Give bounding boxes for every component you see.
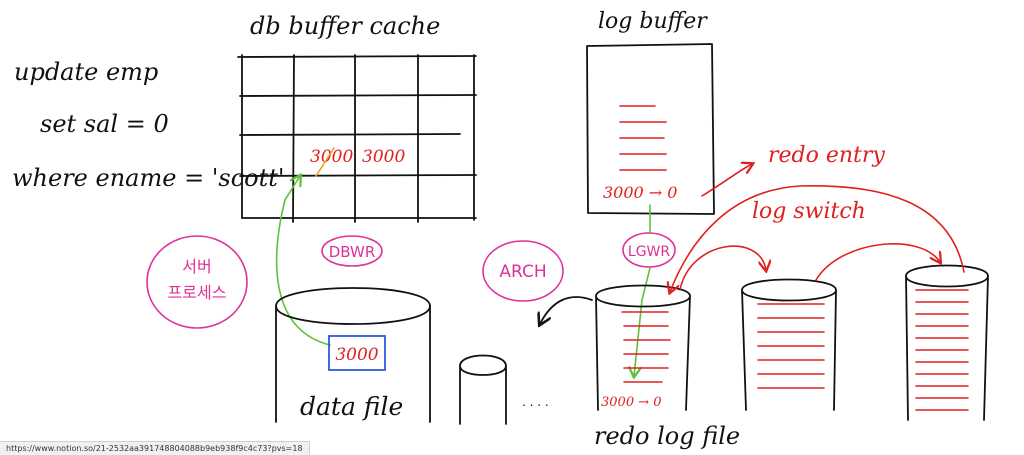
redo-log-1-entries	[622, 312, 670, 382]
browser-status-bar: https://www.notion.so/21-2532aa391748804…	[0, 441, 310, 455]
buffer-cache-title: db buffer cache	[250, 12, 440, 40]
archive-cylinder: . . . .	[460, 356, 549, 425]
server-process-label-2: 프로세스	[168, 283, 227, 302]
buffer-cache-columns	[242, 55, 474, 222]
redo-log-3-outline	[906, 266, 988, 421]
sql-line-set: set sal = 0	[40, 110, 169, 138]
sql-line-update: update emp	[14, 58, 158, 86]
archive-arrow	[540, 297, 592, 324]
lgwr-bubble: LGWR	[623, 233, 675, 267]
redo-log-2-entries	[758, 304, 824, 388]
server-process-label-1: 서버	[182, 257, 211, 276]
buffer-old-value: 3000	[310, 147, 353, 167]
redo-log-2-outline	[742, 280, 836, 411]
data-file-label: data file	[300, 392, 403, 421]
status-url: https://www.notion.so/21-2532aa391748804…	[6, 444, 303, 453]
log-buffer-entry: 3000 → 0	[603, 183, 677, 202]
redo-log-1: 3000 → 0	[596, 286, 690, 411]
redo-log-file-label: redo log file	[594, 422, 740, 450]
archive-cylinder-outline	[460, 356, 506, 425]
buffer-new-value: 3000	[362, 147, 405, 167]
lgwr-write-arrow	[634, 205, 650, 376]
redo-entry-label: redo entry	[768, 143, 885, 168]
buffer-cache-rows	[238, 56, 476, 218]
dbwr-label: DBWR	[329, 243, 376, 261]
archive-ellipsis: . . . .	[522, 395, 549, 409]
log-switch-label: log switch	[752, 199, 866, 224]
lgwr-label: LGWR	[628, 244, 670, 260]
sql-statement: update emp set sal = 0 where ename = 'sc…	[12, 58, 285, 192]
redo-log-3-entries	[916, 290, 968, 410]
log-buffer: log buffer 3000 → 0	[587, 9, 714, 214]
log-buffer-title: log buffer	[598, 9, 708, 34]
arch-bubble: ARCH	[483, 241, 563, 301]
redo-log-entry: 3000 → 0	[601, 395, 662, 410]
log-switch-arrow-2	[816, 244, 940, 280]
dbwr-bubble: DBWR	[322, 236, 382, 266]
server-process-outline	[147, 236, 247, 328]
server-process-bubble: 서버 프로세스	[147, 236, 247, 328]
log-buffer-entries	[620, 106, 666, 170]
sql-line-where: where ename = 'scott'	[12, 164, 285, 192]
data-file-cylinder: 3000 data file	[276, 288, 430, 422]
redo-log-1-outline	[596, 286, 690, 411]
data-block-value: 3000	[335, 345, 378, 365]
redo-entry-arrow	[702, 164, 752, 196]
arch-label: ARCH	[499, 262, 546, 282]
data-file-top	[276, 288, 430, 324]
redo-log-2	[742, 280, 836, 411]
redo-log-3	[906, 266, 988, 421]
